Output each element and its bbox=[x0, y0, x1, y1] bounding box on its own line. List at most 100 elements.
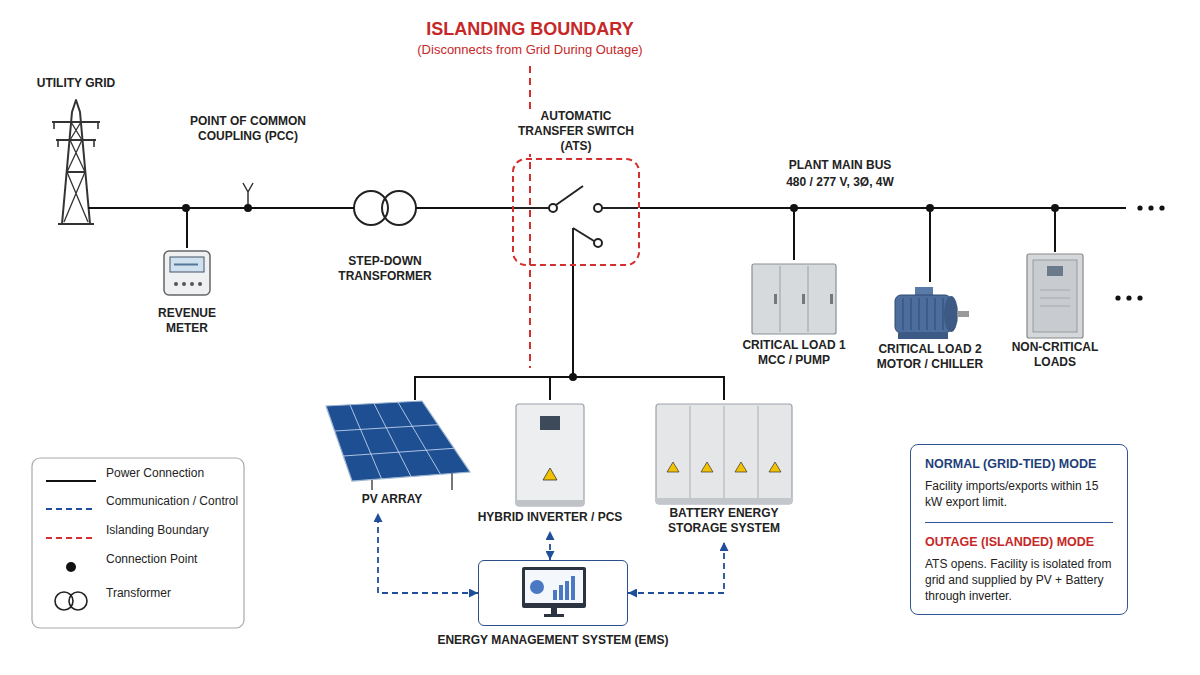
node-label: BATTERY ENERGY STORAGE SYSTEM bbox=[649, 506, 799, 536]
end-cap bbox=[944, 296, 958, 332]
cabinet-plinth bbox=[656, 498, 792, 504]
utility-grid: UTILITY GRID bbox=[26, 76, 126, 226]
battery-doors bbox=[690, 406, 758, 502]
bar-chart bbox=[559, 585, 563, 600]
node-label: AUTOMATIC TRANSFER SWITCH (ATS) bbox=[512, 109, 640, 154]
node-label: NON-CRITICAL LOADS bbox=[1001, 340, 1109, 370]
power-connector bbox=[640, 208, 930, 282]
non-critical-load: NON-CRITICAL LOADS bbox=[1001, 252, 1109, 370]
bus-label: PLANT MAIN BUS bbox=[740, 158, 940, 173]
power-connector bbox=[415, 266, 573, 400]
transfer-switch-box: AUTOMATIC TRANSFER SWITCH (ATS) bbox=[512, 158, 640, 266]
transmission-tower bbox=[52, 100, 100, 224]
connection-point bbox=[926, 204, 934, 212]
monitor-base bbox=[544, 614, 564, 617]
control-connector bbox=[378, 513, 478, 593]
warning-sign bbox=[543, 468, 557, 480]
monitor-frame bbox=[522, 567, 586, 608]
legend-label: Communication / Control bbox=[106, 493, 238, 509]
legend-label: Connection Point bbox=[106, 551, 197, 567]
critical-load: CRITICAL LOAD 2MOTOR / CHILLER bbox=[867, 282, 993, 372]
critical-load: CRITICAL LOAD 1MCC / PUMP bbox=[731, 260, 857, 368]
legend-sample-power bbox=[46, 480, 96, 482]
switch-contact bbox=[549, 204, 557, 212]
connection-point bbox=[790, 204, 798, 212]
node-label: NORMAL (GRID-TIED) MODE bbox=[925, 457, 1113, 472]
transformer-symbol bbox=[343, 191, 427, 225]
diagram-title: ISLANDING BOUNDARY bbox=[330, 18, 730, 40]
load-panel-icon bbox=[1027, 254, 1083, 338]
node-label: ENERGY MANAGEMENT SYSTEM (EMS) bbox=[437, 633, 668, 648]
node-label: STEP-DOWN TRANSFORMER bbox=[325, 254, 445, 284]
power-connector bbox=[640, 208, 1055, 252]
control-connector bbox=[628, 542, 724, 593]
legend-sample-comm bbox=[46, 508, 96, 510]
motor-feet bbox=[898, 333, 948, 339]
transformer-winding bbox=[382, 191, 416, 225]
battery-cabinet bbox=[656, 404, 792, 504]
panel-door bbox=[1033, 260, 1077, 332]
panel-display bbox=[1047, 266, 1063, 276]
connection-point bbox=[1051, 204, 1059, 212]
bar-chart bbox=[571, 576, 575, 600]
power-connector bbox=[640, 208, 794, 260]
mode-info-box: NORMAL (GRID-TIED) MODE Facility imports/… bbox=[910, 444, 1128, 615]
pv-legs bbox=[372, 473, 452, 490]
connection-point bbox=[569, 373, 577, 381]
continuation-dot bbox=[1115, 295, 1120, 300]
cabinet-doors bbox=[780, 266, 808, 332]
node-label: CRITICAL LOAD 1 bbox=[731, 338, 857, 353]
inverter-screen bbox=[540, 416, 560, 430]
legend-sample-transformer bbox=[69, 592, 87, 610]
legend-label: Islanding Boundary bbox=[106, 522, 209, 538]
meter-button bbox=[190, 282, 194, 286]
node-label: MOTOR / CHILLER bbox=[867, 357, 993, 372]
motor-shaft bbox=[957, 311, 969, 317]
power-wire bbox=[343, 207, 427, 209]
tower-bracing bbox=[64, 122, 88, 222]
control-connector bbox=[549, 531, 551, 560]
node-label: PV ARRAY bbox=[318, 492, 466, 507]
panel-body bbox=[1027, 254, 1083, 338]
subtitle: (Disconnects from Grid During Outage) bbox=[370, 42, 690, 58]
node-label: ATS opens. Facility is isolated from gri… bbox=[925, 556, 1113, 604]
node-label: Facility imports/exports within 15 kW ex… bbox=[925, 478, 1113, 522]
legend-box bbox=[32, 458, 244, 628]
battery-icon bbox=[656, 404, 792, 504]
cabinet-body bbox=[752, 264, 836, 334]
monitor-screen bbox=[525, 570, 583, 603]
door-handle bbox=[802, 294, 805, 304]
power-connector bbox=[427, 207, 512, 209]
switch-contact bbox=[594, 239, 602, 247]
continuation-dot bbox=[1126, 295, 1131, 300]
bar-chart bbox=[553, 590, 557, 600]
pv-panel-icon bbox=[326, 401, 470, 490]
meter-reading bbox=[174, 264, 198, 266]
ats-switch-symbol bbox=[514, 186, 638, 264]
power-wire bbox=[572, 228, 574, 264]
motor-body bbox=[895, 295, 951, 333]
tower-legs bbox=[62, 100, 90, 224]
meter-screen bbox=[170, 257, 204, 272]
power-wire bbox=[514, 207, 549, 209]
continuation-dot bbox=[1137, 295, 1142, 300]
pv-cell-grid bbox=[335, 402, 454, 479]
pie-chart bbox=[530, 580, 544, 594]
legend-label: Power Connection bbox=[106, 465, 204, 481]
warning-sign bbox=[667, 462, 781, 472]
pv-array: PV ARRAY bbox=[318, 400, 466, 513]
legend-sample-dot bbox=[66, 562, 76, 572]
mcc-cabinet-icon bbox=[752, 264, 836, 334]
power-wire bbox=[88, 207, 127, 209]
node-label: HYBRID INVERTER / PCS bbox=[467, 510, 633, 525]
cooling-fins bbox=[903, 298, 943, 330]
revenue-meter: REVENUE METER bbox=[141, 248, 233, 336]
legend-sample-transformer bbox=[55, 592, 73, 610]
hybrid-inverter: HYBRID INVERTER / PCS bbox=[467, 400, 633, 531]
cabinet-plinth bbox=[516, 500, 584, 506]
connection-point bbox=[244, 204, 252, 212]
legend-panel bbox=[32, 458, 244, 628]
legend-sample-boundary bbox=[46, 537, 96, 539]
node-label: REVENUE METER bbox=[141, 306, 233, 336]
